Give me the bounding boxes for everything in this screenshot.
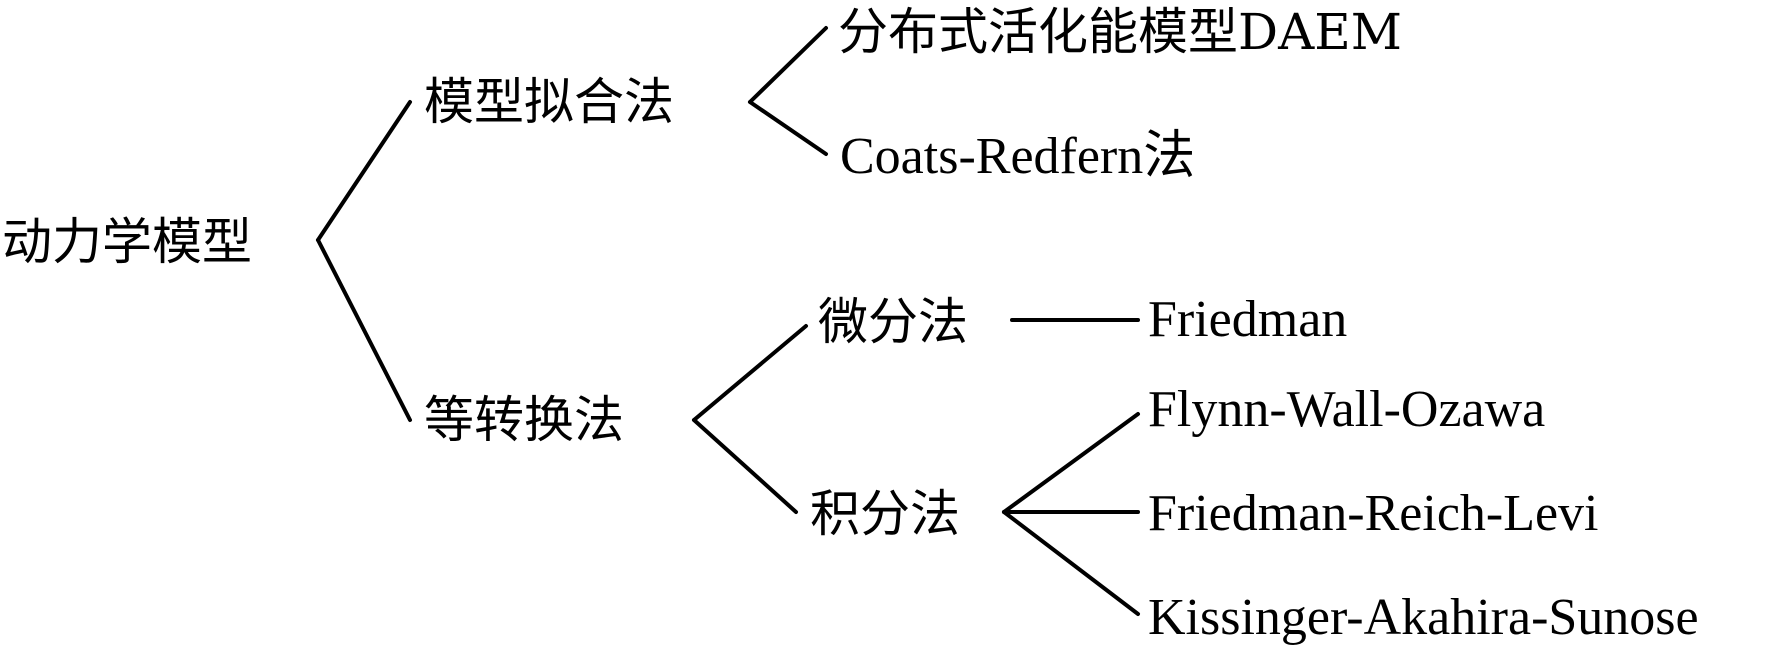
edge-root-model-fitting (316, 100, 412, 242)
node-differential: 微分法 (818, 293, 968, 351)
node-friedman: Friedman (1148, 291, 1348, 348)
edge-model-fitting-daem (748, 26, 828, 104)
node-kissinger-akahira-sunose: Kissinger-Akahira-Sunose (1148, 589, 1699, 646)
edge-isoconversional-differential (692, 324, 808, 422)
node-flynn-wall-ozawa: Flynn-Wall-Ozawa (1148, 381, 1546, 438)
edge-isoconversional-integral (692, 418, 798, 514)
edge-integral-fwo (1002, 412, 1140, 514)
edge-model-fitting-coats-redfern (748, 100, 828, 156)
node-coats-redfern: Coats-Redfern法 (840, 128, 1196, 185)
node-isoconversional: 等转换法 (424, 391, 624, 449)
node-daem: 分布式活化能模型DAEM (838, 3, 1402, 61)
node-model-fitting: 模型拟合法 (424, 73, 674, 131)
edge-root-isoconversional (316, 238, 412, 422)
node-integral: 积分法 (810, 485, 960, 543)
node-friedman-reich-levi: Friedman-Reich-Levi (1148, 485, 1599, 542)
node-kinetic-models: 动力学模型 (2, 213, 252, 271)
edge-integral-kas (1002, 510, 1140, 616)
